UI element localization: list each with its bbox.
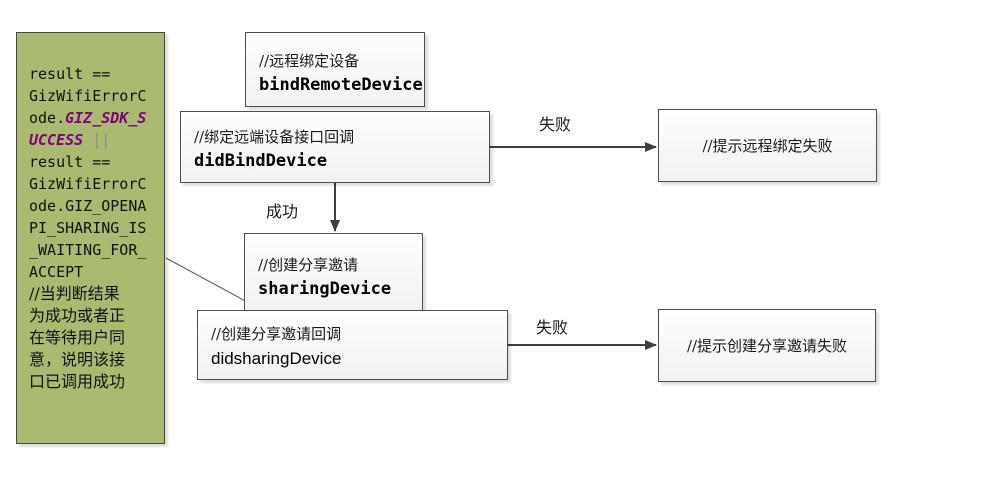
note-keyword-success: GIZ_SDK_S UCCESS bbox=[29, 109, 147, 149]
node-method-name: sharingDevice bbox=[258, 279, 392, 299]
edge-label-bind-fail: 失败 bbox=[538, 115, 571, 134]
node-sharing-device: //创建分享邀请 sharingDevice bbox=[244, 233, 423, 311]
node-comment: //创建分享邀请 bbox=[258, 256, 359, 274]
node-comment: //远程绑定设备 bbox=[259, 52, 360, 70]
note-code-text-2: result == GizWifiErrorC ode.GIZ_OPENA PI… bbox=[29, 153, 147, 281]
node-bind-fail-hint: //提示远程绑定失败 bbox=[658, 109, 877, 182]
edge-label-bind-success: 成功 bbox=[265, 202, 298, 221]
node-did-sharing-device: //创建分享邀请回调 didsharingDevice bbox=[197, 310, 508, 380]
note-or-operator: || bbox=[83, 131, 111, 149]
node-comment: //创建分享邀请回调 bbox=[211, 325, 342, 343]
code-annotation-note: result == GizWifiErrorC ode.GIZ_SDK_S UC… bbox=[16, 32, 165, 444]
node-method-name: didBindDevice bbox=[194, 151, 328, 171]
node-method-name: didsharingDevice bbox=[211, 349, 342, 368]
node-sharing-fail-hint: //提示创建分享邀请失败 bbox=[658, 309, 876, 382]
node-did-bind-device: //绑定远端设备接口回调 didBindDevice bbox=[180, 111, 490, 183]
note-comment-text: //当判断结果 为成功或者正 在等待用户同 意，说明该接 口已调用成功 bbox=[29, 284, 126, 391]
note-code-text: result == GizWifiErrorC ode. bbox=[29, 65, 147, 127]
edge-label-sharing-fail: 失败 bbox=[535, 318, 568, 337]
node-comment: //提示远程绑定失败 bbox=[702, 136, 833, 155]
node-bind-remote-device: //远程绑定设备 bindRemoteDevice bbox=[245, 32, 425, 107]
node-method-name: bindRemoteDevice bbox=[259, 75, 423, 95]
node-comment: //绑定远端设备接口回调 bbox=[194, 128, 355, 146]
node-comment: //提示创建分享邀请失败 bbox=[686, 336, 848, 355]
